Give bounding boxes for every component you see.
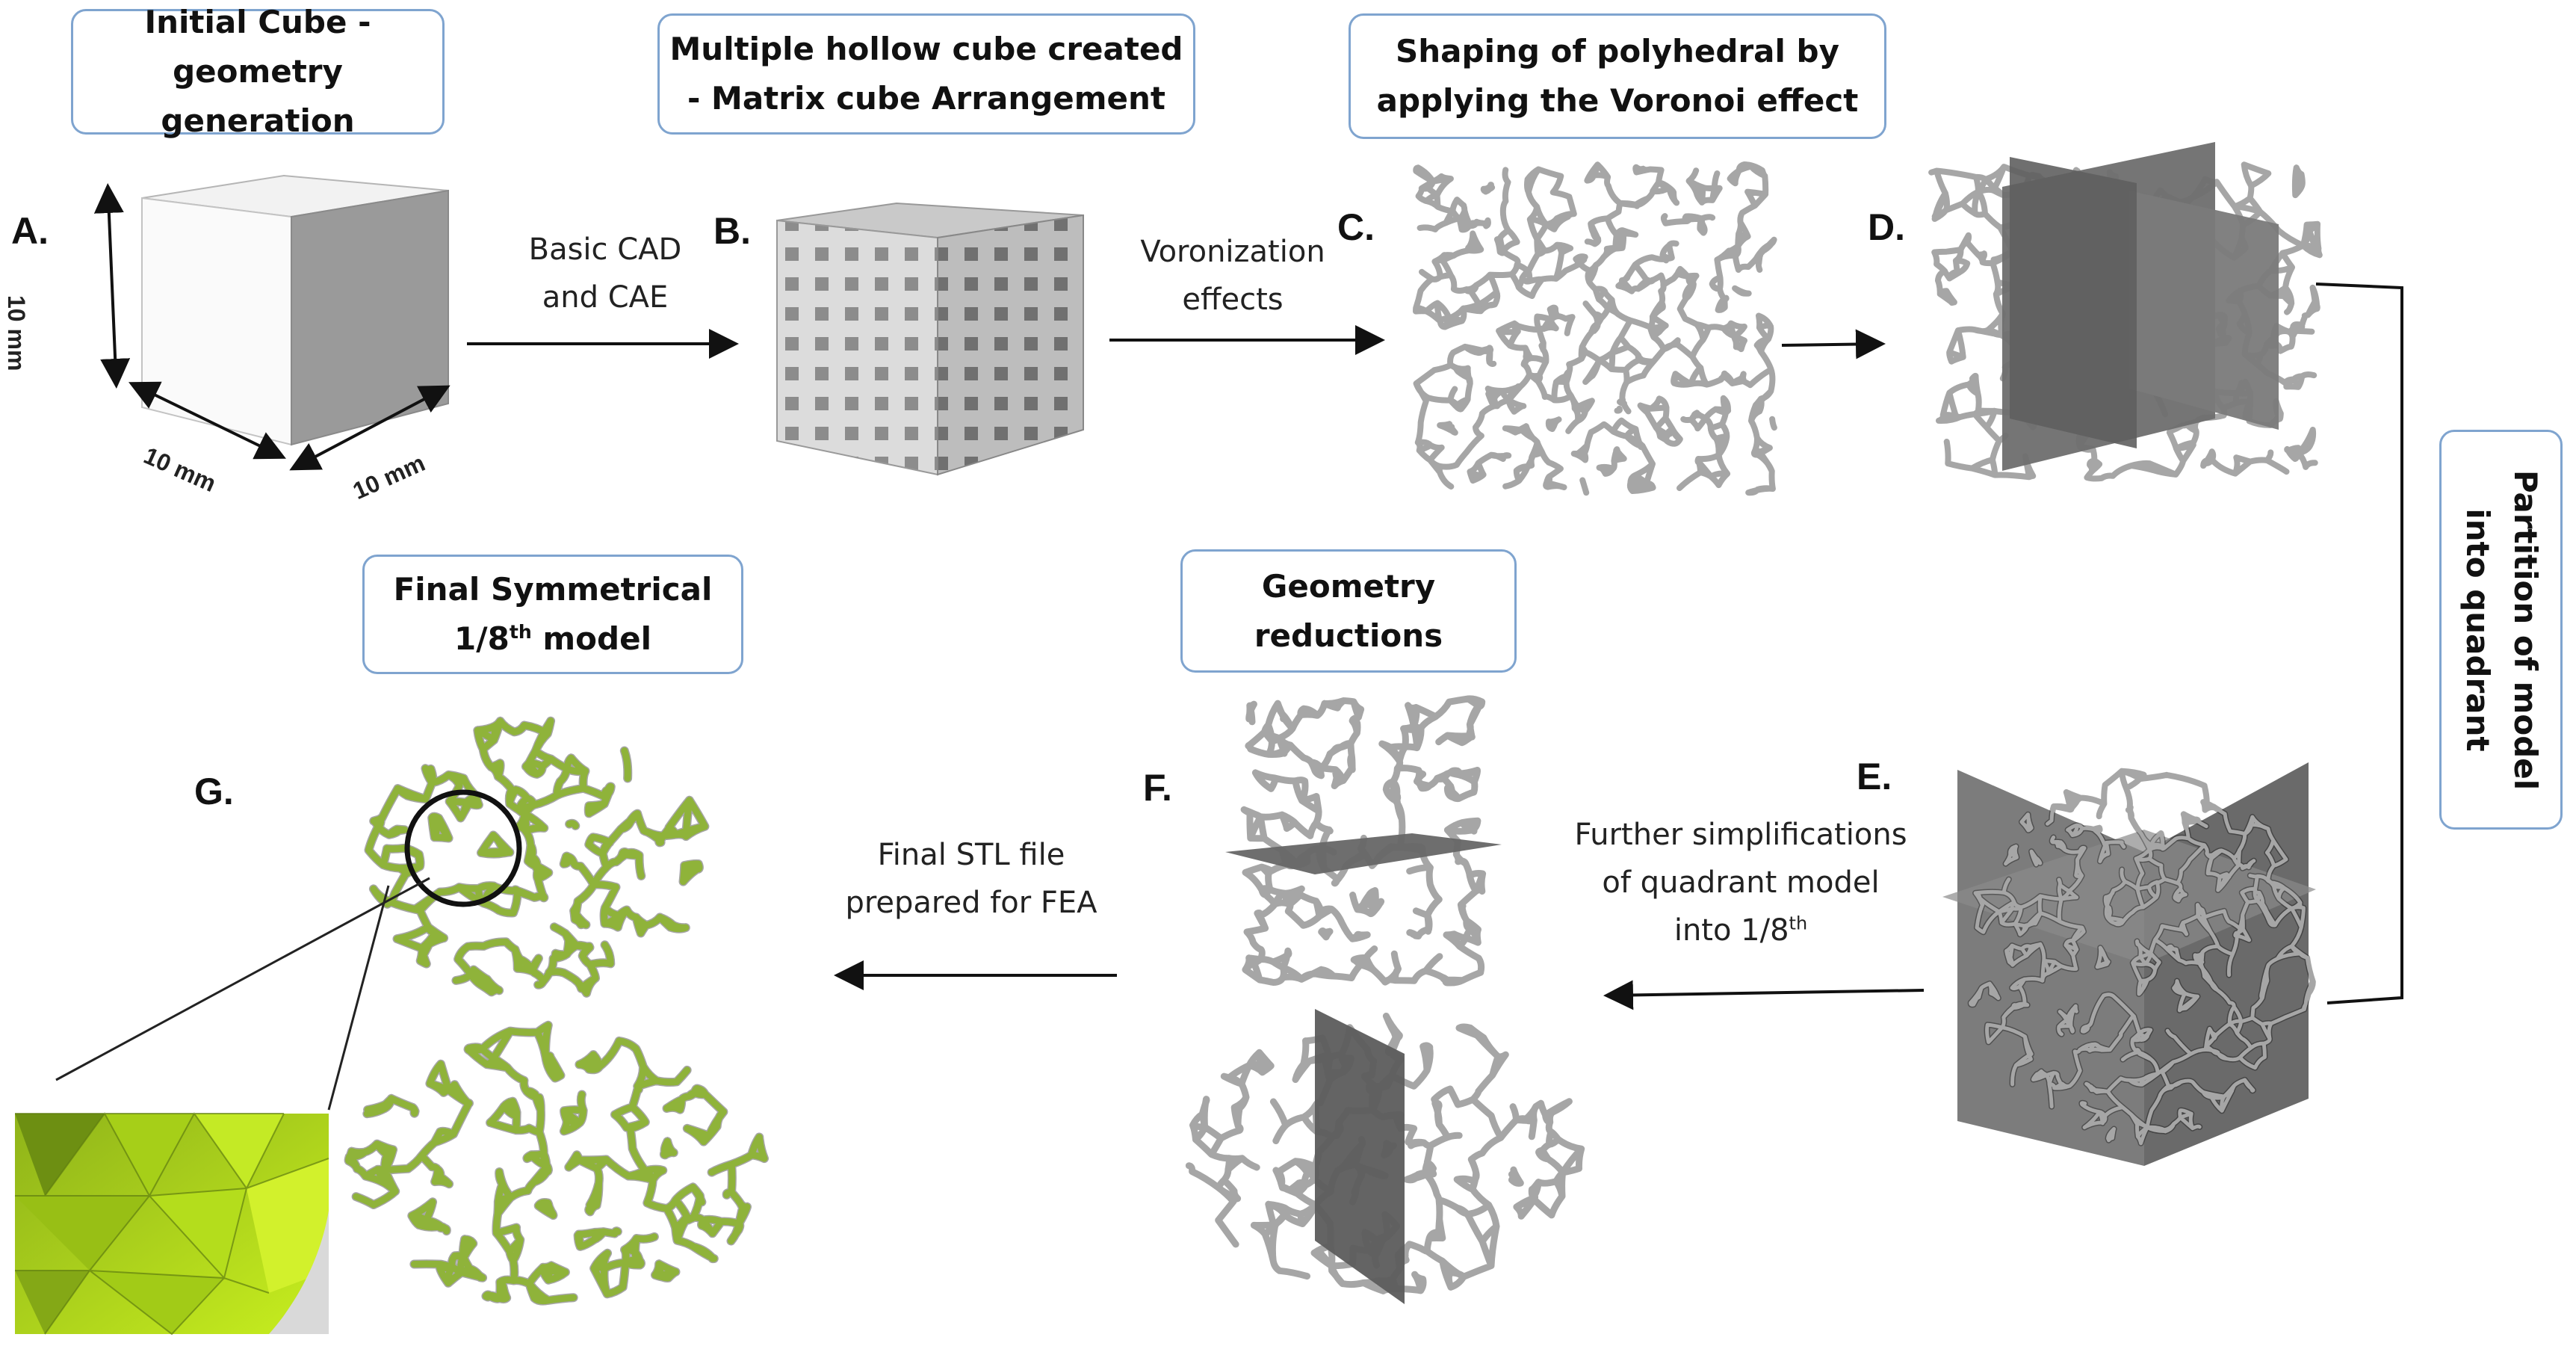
stage-box-final-model: Final Symmetrical 1/8th model — [362, 555, 743, 674]
foamF1-struts — [1242, 696, 1485, 986]
stage-box-partition: Partition of model into quadrant — [2439, 430, 2563, 830]
stage-box-initial-cube: Initial Cube - geometry generation — [71, 4, 445, 139]
stage-box-geometry-reductions: Geometry reductions — [1180, 549, 1517, 673]
stage-box-hollow-cube: Multiple hollow cube created - Matrix cub… — [657, 13, 1195, 135]
final-model-line2: 1/8th model — [394, 614, 713, 664]
final-model-superscript: th — [509, 621, 532, 643]
flow-arrows — [467, 283, 2403, 1010]
final-green-model — [55, 716, 769, 1306]
further-line1: Further simplifications — [1574, 818, 1907, 852]
foamG1-struts — [365, 717, 708, 997]
dim-height-label: 10 mm — [3, 295, 30, 371]
voronization-line2: effects — [1182, 283, 1284, 317]
stl-line2: prepared for FEA — [845, 886, 1097, 920]
mesh-zoom-inset — [15, 1112, 329, 1336]
partition-line1: Partition of model — [2507, 469, 2544, 790]
quadrant-foam — [1942, 762, 2316, 1166]
hollow-cube-line1: Multiple hollow cube created — [669, 31, 1183, 67]
cad-cae-line1: Basic CAD — [528, 232, 682, 267]
geometry-reductions-line1: Geometry — [1261, 567, 1436, 605]
further-superscript: th — [1789, 913, 1808, 934]
final-model-suffix: model — [531, 620, 651, 657]
final-model-fraction: 1/8 — [454, 620, 510, 657]
initial-cube-line2: geometry generation — [161, 53, 355, 139]
label-cad-cae: Basic CAD and CAE — [478, 226, 732, 321]
label-voronization: Voronization effects — [1106, 228, 1360, 324]
label-further-simplifications: Further simplifications of quadrant mode… — [1546, 811, 1935, 954]
foamC-struts — [1414, 162, 1777, 495]
further-line2: of quadrant model — [1602, 865, 1880, 900]
hollow-cube-line2: - Matrix cube Arrangement — [687, 80, 1165, 117]
cad-cae-line2: and CAE — [542, 280, 669, 315]
partition-line2: into quadrant — [2459, 507, 2496, 752]
voronization-line1: Voronization — [1140, 235, 1325, 269]
panel-letter-a: A. — [11, 210, 49, 252]
solid-cube — [141, 174, 449, 446]
panel-letter-b: B. — [713, 210, 751, 252]
geometry-reductions-line2: reductions — [1254, 617, 1443, 654]
further-fraction: into 1/8 — [1674, 913, 1789, 948]
panel-letter-e: E. — [1857, 756, 1892, 797]
dimension-arrows — [93, 183, 451, 471]
panel-letter-d: D. — [1868, 206, 1905, 248]
voronoi-line1: Shaping of polyhedral by — [1396, 33, 1839, 70]
matrix-cube — [776, 202, 1084, 476]
panel-letter-g: G. — [194, 771, 234, 812]
foamG2-struts — [345, 1022, 768, 1305]
voronoi-foam-cube — [1413, 161, 1777, 496]
stl-line1: Final STL file — [877, 838, 1065, 872]
panel-letter-f: F. — [1143, 767, 1172, 809]
voronoi-line2: applying the Voronoi effect — [1376, 82, 1859, 119]
initial-cube-line1: Initial Cube - — [144, 4, 371, 40]
final-model-line1: Final Symmetrical — [393, 571, 713, 608]
panel-letter-c: C. — [1337, 206, 1375, 248]
further-line3: into 1/8th — [1546, 907, 1935, 954]
partitioned-foam — [1928, 142, 2323, 482]
reduced-geometry — [1185, 695, 1585, 1304]
foamE-struts — [1969, 769, 2315, 1146]
partition-text: Partition of model into quadrant — [2453, 469, 2549, 789]
stage-box-voronoi: Shaping of polyhedral by applying the Vor… — [1349, 13, 1886, 139]
label-stl-file: Final STL file prepared for FEA — [807, 831, 1136, 927]
